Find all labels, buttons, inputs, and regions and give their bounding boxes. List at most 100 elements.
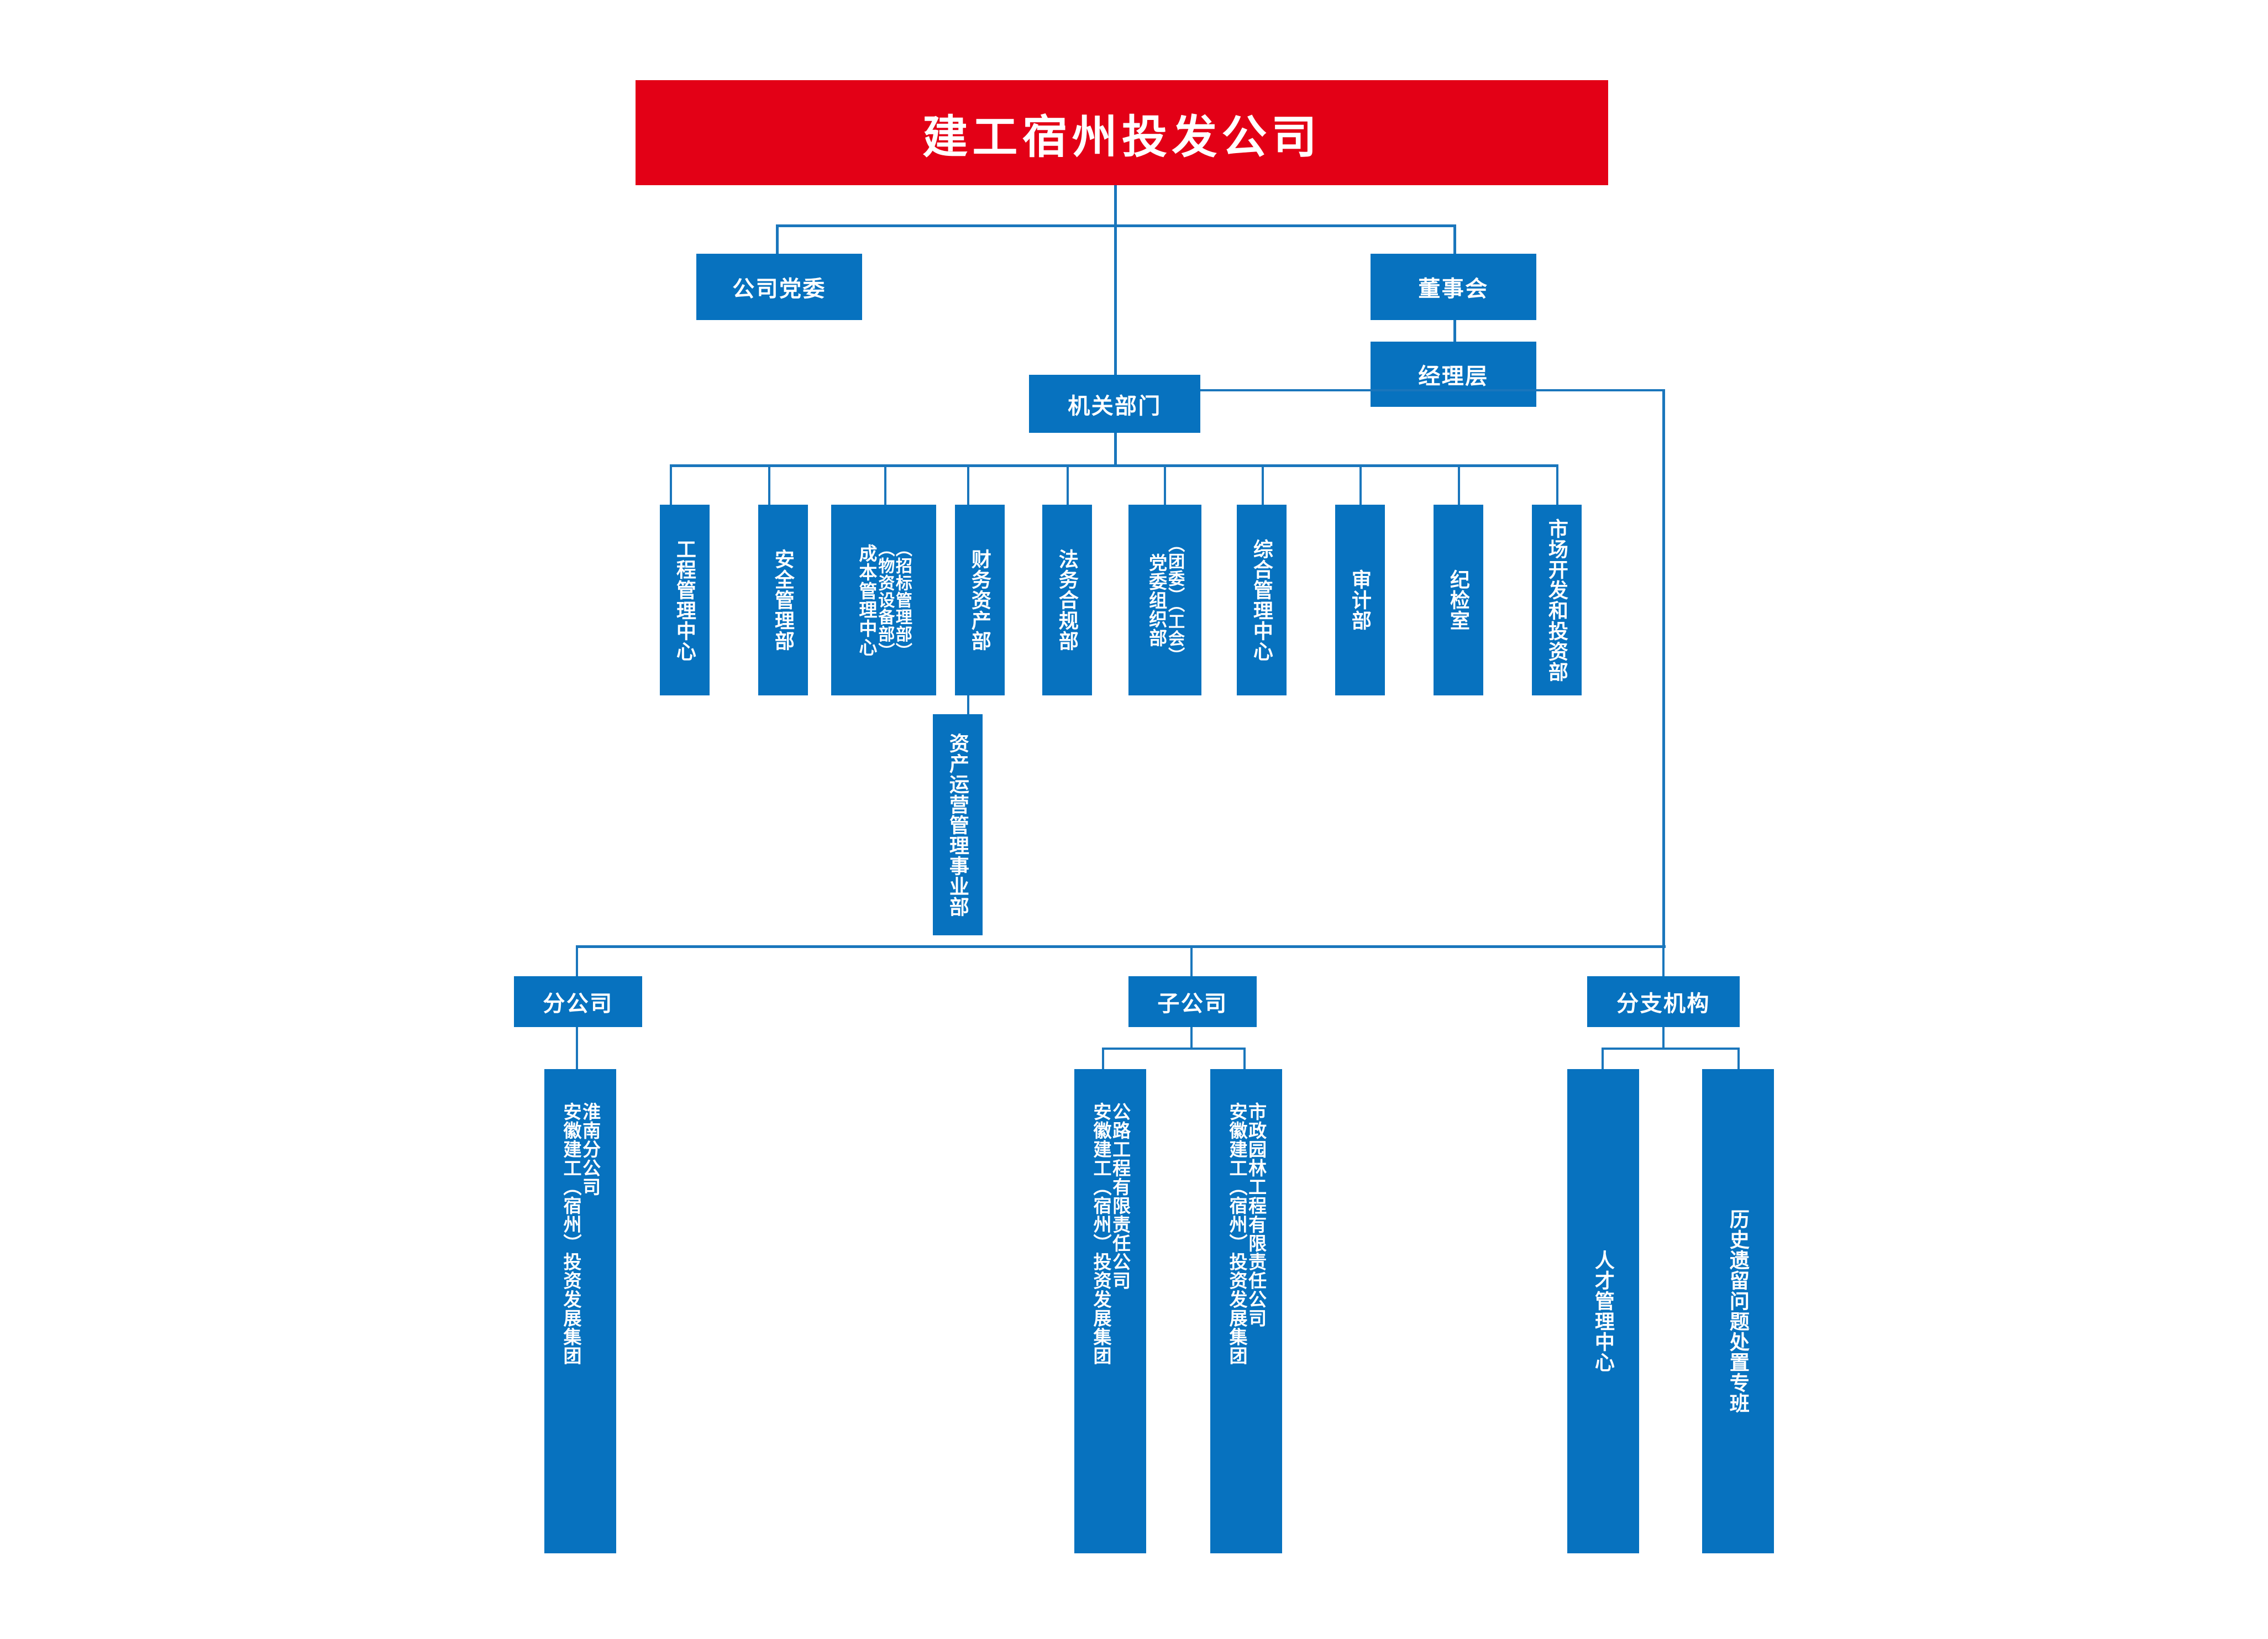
node-department-8[interactable]: 审计部 [1335, 505, 1385, 695]
connector-right-trunk [1662, 389, 1665, 947]
board-of-directors-label: 董事会 [1418, 277, 1489, 301]
department-2-line-1: 安全管理部 [771, 549, 795, 651]
node-branch-company-child-1[interactable]: 安徽建工（宿州）投资发展集团 淮南分公司 [544, 1069, 616, 1553]
subsidiary-child-2-line-2: 市政园林工程有限责任公司 [1246, 1102, 1267, 1328]
organ-departments-label: 机关部门 [1068, 394, 1162, 418]
node-department-7[interactable]: 综合管理中心 [1237, 505, 1287, 695]
connector-drop-dept-10 [1556, 464, 1558, 506]
node-department-10[interactable]: 市场开发和投资部 [1532, 505, 1582, 695]
connector-drop-group-2 [1190, 945, 1193, 977]
node-institution-child-2[interactable]: 历史遗留问题处置专班 [1702, 1069, 1774, 1553]
department-1-text-wrap: 工程管理中心 [660, 505, 710, 695]
branch-child-1-text-wrap: 安徽建工（宿州）投资发展集团 淮南分公司 [544, 1069, 616, 1553]
connector-drop-dept-3 [884, 464, 886, 506]
branch-child-1-line-2: 淮南分公司 [580, 1102, 601, 1196]
connector-drop-dept-2 [768, 464, 770, 506]
subsidiary-child-2-text-wrap: 安徽建工（宿州）投资发展集团 市政园林工程有限责任公司 [1210, 1069, 1282, 1553]
connector-department-bus [670, 464, 1558, 467]
party-committee-label: 公司党委 [732, 277, 826, 301]
department-3-text-wrap: 成本管理中心 （物资设备部） （招标管理部） [831, 505, 936, 695]
connector-center-trunk [1114, 224, 1117, 377]
node-management-layer[interactable]: 经理层 [1371, 342, 1536, 407]
group-subsidiary-label: 子公司 [1157, 992, 1228, 1016]
connector-to-business-unit [967, 695, 969, 716]
connector-drop-institution-1 [1602, 1048, 1604, 1070]
connector-branch-institution-bus [1602, 1048, 1740, 1050]
connector-drop-dept-1 [670, 464, 672, 506]
connector-branch-institution-down [1662, 1027, 1665, 1049]
node-department-2[interactable]: 安全管理部 [758, 505, 808, 695]
department-9-line-1: 纪检室 [1447, 569, 1470, 631]
node-group-branch-company[interactable]: 分公司 [514, 976, 642, 1027]
node-department-9[interactable]: 纪检室 [1434, 505, 1483, 695]
connector-drop-dept-4 [967, 464, 969, 506]
department-4-line-1: 财务资产部 [968, 549, 991, 651]
department-8-text-wrap: 审计部 [1335, 505, 1385, 695]
department-6-line-1: 党委组织部 [1146, 553, 1167, 647]
node-department-1[interactable]: 工程管理中心 [660, 505, 710, 695]
department-2-text-wrap: 安全管理部 [758, 505, 808, 695]
node-department-6[interactable]: 党委组织部 （团委）（工会） [1128, 505, 1201, 695]
connector-organ-to-right-trunk [1200, 389, 1665, 391]
department-6-line-2: （团委）（工会） [1166, 536, 1184, 664]
department-5-text-wrap: 法务合规部 [1042, 505, 1092, 695]
department-7-text-wrap: 综合管理中心 [1237, 505, 1287, 695]
node-organ-departments[interactable]: 机关部门 [1029, 375, 1200, 433]
company-title-text: 建工宿州投发公司 [922, 112, 1321, 163]
institution-child-2-text-wrap: 历史遗留问题处置专班 [1702, 1069, 1774, 1553]
department-7-line-1: 综合管理中心 [1250, 538, 1273, 662]
business-unit-text-wrap: 资产运营管理事业部 [933, 714, 983, 935]
node-institution-child-1[interactable]: 人才管理中心 [1567, 1069, 1639, 1553]
node-department-4[interactable]: 财务资产部 [955, 505, 1005, 695]
branch-child-1-line-1: 安徽建工（宿州）投资发展集团 [561, 1102, 581, 1365]
department-5-line-1: 法务合规部 [1056, 549, 1079, 651]
connector-organ-trunk-down [1114, 433, 1117, 466]
connector-drop-group-1 [576, 945, 578, 977]
connector-drop-dept-7 [1262, 464, 1264, 506]
connector-to-party-committee [776, 224, 779, 255]
node-board-of-directors[interactable]: 董事会 [1371, 254, 1536, 320]
node-subsidiary-child-1[interactable]: 安徽建工（宿州）投资发展集团 公路工程有限责任公司 [1074, 1069, 1146, 1553]
node-business-unit[interactable]: 资产运营管理事业部 [933, 714, 983, 935]
node-department-5[interactable]: 法务合规部 [1042, 505, 1092, 695]
node-group-subsidiary[interactable]: 子公司 [1128, 976, 1257, 1027]
connector-drop-dept-9 [1458, 464, 1460, 506]
node-party-committee[interactable]: 公司党委 [696, 254, 862, 320]
department-10-line-1: 市场开发和投资部 [1545, 518, 1568, 682]
connector-drop-subsidiary-1 [1102, 1048, 1104, 1070]
department-3-line-3: （招标管理部） [893, 540, 911, 660]
institution-child-1-text-wrap: 人才管理中心 [1567, 1069, 1639, 1553]
group-branch-institution-label: 分支机构 [1616, 992, 1710, 1016]
connector-drop-dept-6 [1164, 464, 1166, 506]
company-title-box: 建工宿州投发公司 [636, 80, 1608, 185]
department-3-line-1: 成本管理中心 [856, 543, 877, 657]
department-3-line-2: （物资设备部） [875, 540, 894, 660]
connector-branch-company-down [576, 1027, 578, 1070]
connector-drop-institution-2 [1737, 1048, 1740, 1070]
department-1-line-1: 工程管理中心 [673, 538, 696, 662]
business-unit-line-1: 资产运营管理事业部 [946, 732, 969, 917]
management-layer-label: 经理层 [1418, 364, 1489, 389]
node-subsidiary-child-2[interactable]: 安徽建工（宿州）投资发展集团 市政园林工程有限责任公司 [1210, 1069, 1282, 1553]
connector-drop-dept-5 [1067, 464, 1069, 506]
connector-board-to-management [1453, 320, 1456, 342]
connector-drop-group-3 [1662, 945, 1665, 977]
department-4-text-wrap: 财务资产部 [955, 505, 1005, 695]
connector-title-trunk [1114, 185, 1117, 227]
institution-child-2-line-1: 历史遗留问题处置专班 [1726, 1209, 1750, 1413]
group-branch-company-label: 分公司 [543, 992, 613, 1016]
subsidiary-child-1-text-wrap: 安徽建工（宿州）投资发展集团 公路工程有限责任公司 [1074, 1069, 1146, 1553]
subsidiary-child-1-line-2: 公路工程有限责任公司 [1110, 1102, 1131, 1290]
connector-subsidiary-bus [1102, 1048, 1246, 1050]
institution-child-1-line-1: 人才管理中心 [1592, 1250, 1615, 1373]
connector-subsidiary-down [1190, 1027, 1193, 1049]
connector-to-board [1453, 224, 1456, 255]
department-8-line-1: 审计部 [1348, 569, 1372, 631]
node-group-branch-institution[interactable]: 分支机构 [1587, 976, 1740, 1027]
node-department-3[interactable]: 成本管理中心 （物资设备部） （招标管理部） [831, 505, 936, 695]
connector-drop-subsidiary-2 [1243, 1048, 1246, 1070]
department-10-text-wrap: 市场开发和投资部 [1532, 505, 1582, 695]
connector-drop-dept-8 [1359, 464, 1362, 506]
department-9-text-wrap: 纪检室 [1434, 505, 1483, 695]
